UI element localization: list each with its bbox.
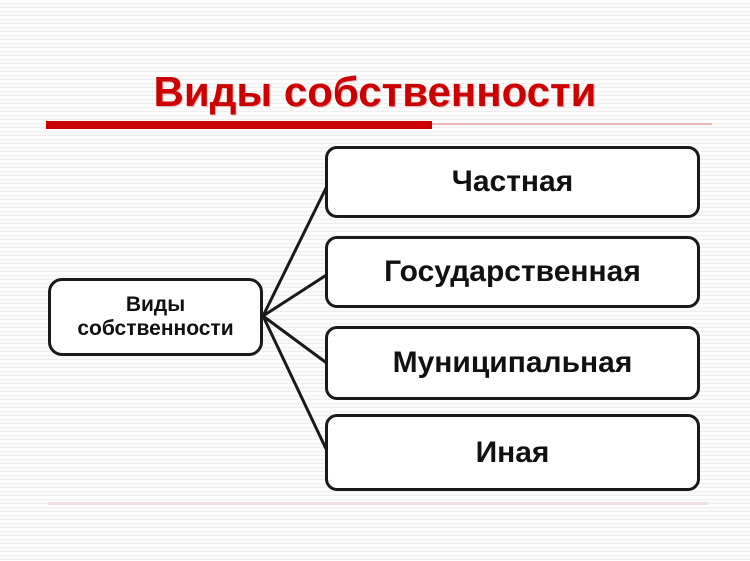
- connector-line-state: [261, 272, 330, 318]
- connector-line-municipal: [261, 314, 330, 366]
- node-private-label: Частная: [451, 165, 574, 199]
- node-municipal-label: Муниципальная: [392, 346, 633, 380]
- node-municipal[interactable]: Муниципальная: [325, 326, 700, 400]
- footer-rule: [48, 502, 708, 505]
- connector-line-other: [261, 314, 330, 455]
- node-root-label: Виды собственности: [77, 293, 234, 340]
- node-other-label: Иная: [475, 435, 550, 469]
- title-underline-thin: [432, 123, 712, 125]
- title-underline-thick: [46, 121, 432, 129]
- node-state[interactable]: Государственная: [325, 236, 700, 308]
- connector-line-private: [261, 182, 330, 318]
- node-root[interactable]: Виды собственности: [48, 278, 263, 356]
- page-title: Виды собственности: [153, 68, 597, 115]
- node-other[interactable]: Иная: [325, 414, 700, 491]
- node-private[interactable]: Частная: [325, 146, 700, 218]
- node-state-label: Государственная: [384, 255, 641, 289]
